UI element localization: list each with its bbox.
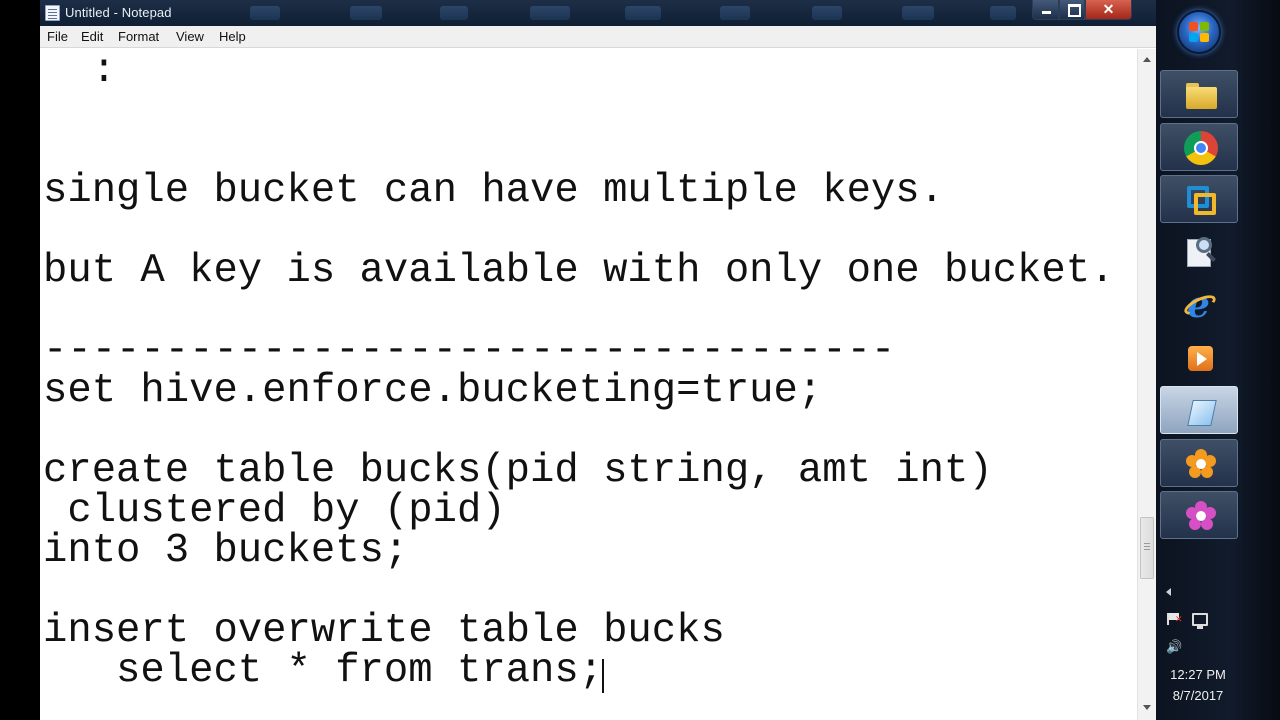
editor-line: create table bucks(pid string, amt int) <box>43 448 993 494</box>
close-button[interactable]: ✕ <box>1085 0 1132 20</box>
action-center-flag-icon[interactable] <box>1167 613 1183 625</box>
flower-icon <box>1184 447 1218 481</box>
windows-logo-icon <box>1189 33 1198 42</box>
search-doc-icon <box>1183 235 1217 269</box>
scroll-thumb[interactable] <box>1140 517 1154 579</box>
titlebar-glare <box>720 6 750 20</box>
menu-edit[interactable]: Edit <box>81 29 104 44</box>
titlebar-glare <box>530 6 570 20</box>
titlebar-glare <box>812 6 842 20</box>
taskbar-explorer-button[interactable] <box>1160 70 1238 118</box>
taskbar-ie-button[interactable]: e <box>1160 281 1238 329</box>
maximize-button[interactable] <box>1059 0 1085 20</box>
scroll-up-arrow-icon[interactable] <box>1143 57 1151 62</box>
scroll-down-arrow-icon[interactable] <box>1143 705 1151 710</box>
taskbar-vmware-button[interactable] <box>1160 175 1238 223</box>
text-editor[interactable]: : single bucket can have multiple keys. … <box>40 49 1137 720</box>
window-title: Untitled - Notepad <box>65 5 172 20</box>
titlebar-glare <box>250 6 280 20</box>
folder-icon <box>1184 78 1218 112</box>
show-hidden-icons-arrow-icon[interactable] <box>1166 588 1171 596</box>
volume-icon[interactable]: 🔊 <box>1166 640 1183 655</box>
editor-line: insert overwrite table bucks <box>43 608 725 654</box>
editor-line: select * from trans; <box>43 648 604 694</box>
player-icon <box>1183 341 1217 375</box>
windows-logo-icon <box>1200 22 1209 31</box>
editor-line: into 3 buckets; <box>43 528 409 574</box>
windows-logo-icon <box>1200 33 1209 42</box>
editor-line: single bucket can have multiple keys. <box>43 168 944 214</box>
menu-file[interactable]: File <box>47 29 68 44</box>
editor-line: but A key is available with only one buc… <box>43 248 1115 294</box>
start-button[interactable] <box>1177 10 1221 54</box>
menu-view[interactable]: View <box>176 29 204 44</box>
notepad-window: Untitled - Notepad ✕ File Edit Format Vi… <box>40 0 1156 720</box>
notepad-app-icon[interactable] <box>45 5 60 21</box>
taskbar-chrome-button[interactable] <box>1160 123 1238 171</box>
network-icon[interactable] <box>1192 613 1208 629</box>
taskbar: e 🔊 12:27 PM 8/7/2017 <box>1156 0 1280 720</box>
titlebar-glare <box>990 6 1016 20</box>
titlebar-glare <box>902 6 934 20</box>
chrome-icon <box>1184 131 1218 165</box>
taskbar-player-button[interactable] <box>1160 334 1238 382</box>
menu-help[interactable]: Help <box>219 29 246 44</box>
editor-line: set hive.enforce.bucketing=true; <box>43 368 823 414</box>
titlebar-glare <box>350 6 382 20</box>
editor-line: clustered by (pid) <box>43 488 506 534</box>
editor-line: : <box>43 49 117 94</box>
title-bar[interactable]: Untitled - Notepad ✕ <box>40 0 1156 26</box>
vertical-scrollbar[interactable] <box>1137 49 1156 720</box>
editor-line: ----------------------------------- <box>43 328 896 374</box>
menu-bar: File Edit Format View Help <box>40 26 1156 48</box>
clock-date[interactable]: 8/7/2017 <box>1172 688 1224 703</box>
taskbar-notepad-button[interactable] <box>1160 386 1238 434</box>
clock-time[interactable]: 12:27 PM <box>1170 667 1226 682</box>
notepad-icon <box>1184 394 1218 428</box>
minimize-button[interactable] <box>1032 0 1059 20</box>
taskbar-search-button[interactable] <box>1160 228 1238 276</box>
menu-format[interactable]: Format <box>118 29 160 44</box>
taskbar-app-pink-button[interactable] <box>1160 491 1238 539</box>
taskbar-app-orange-button[interactable] <box>1160 439 1238 487</box>
ie-icon: e <box>1181 284 1219 326</box>
titlebar-glare <box>440 6 468 20</box>
windows-logo-icon <box>1189 22 1198 31</box>
flower-icon <box>1184 499 1218 533</box>
vm-icon <box>1184 183 1218 217</box>
text-caret <box>602 659 604 693</box>
titlebar-glare <box>625 6 661 20</box>
